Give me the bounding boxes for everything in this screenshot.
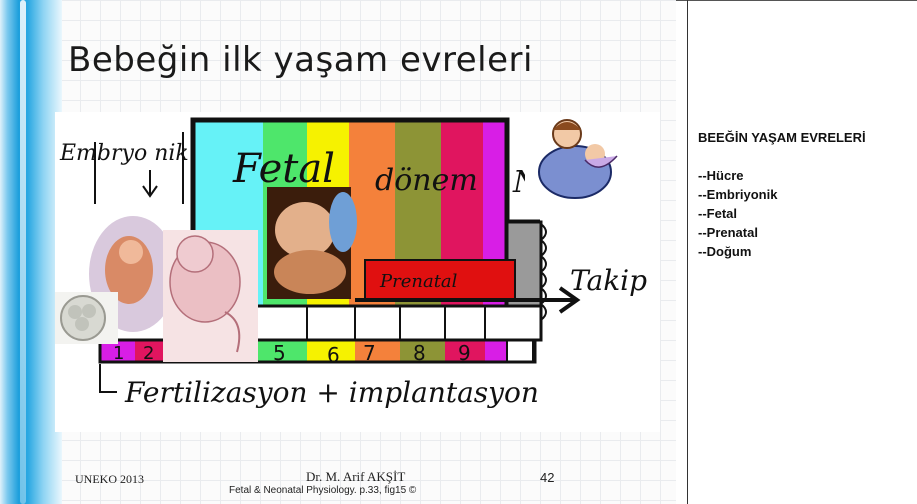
notes-item-dogum: --Doğum (698, 244, 752, 259)
fetus-photo-illustration (267, 187, 357, 299)
fetus-sketch-illustration (163, 230, 258, 362)
notes-item-fetal: --Fetal (698, 206, 737, 221)
donem-label: dönem (375, 163, 478, 198)
footer-organization: UNEKO 2013 (75, 472, 144, 486)
slide-canvas: Bebeğin ilk yaşam evreleri (0, 0, 676, 504)
stage-number-2: 2 (143, 343, 154, 364)
slide-decorative-band (0, 0, 62, 504)
stage-number-7: 7 (363, 341, 376, 365)
slide-page-number: 42 (540, 470, 555, 485)
stage-number-1: 1 (113, 343, 124, 364)
stage-number-9: 9 (458, 341, 471, 365)
timeline-svg: 1 2 5 6 7 8 9 Prenatal Fetal dönem Natal… (55, 112, 647, 409)
notes-item-prenatal: --Prenatal (698, 225, 758, 240)
notes-heading: BEEĞİN YAŞAM EVRELERİ (698, 130, 866, 145)
timeline-drawing: 1 2 5 6 7 8 9 Prenatal Fetal dönem Natal… (55, 112, 660, 432)
footer-caption: Fetal & Neonatal Physiology. p.33, fig15… (229, 485, 417, 496)
cell-cluster-illustration (55, 292, 118, 344)
fertilization-label: Fertilizasyon + implantasyon (124, 376, 539, 409)
footer-author: Dr. M. Arif AKŞİT (306, 469, 406, 484)
embryonik-label: Embryo nik (59, 141, 189, 166)
stage-number-6: 6 (327, 343, 340, 367)
stage-number-8: 8 (413, 341, 426, 365)
notes-top-rule (676, 0, 917, 1)
prenatal-label: Prenatal (379, 271, 458, 292)
pane-divider[interactable] (687, 0, 688, 504)
slide-title: Bebeğin ilk yaşam evreleri (68, 40, 533, 80)
notes-item-hucre: --Hücre (698, 168, 744, 183)
notes-list: --Hücre --Embriyonik --Fetal --Prenatal … (698, 166, 908, 261)
stage-number-5: 5 (273, 341, 286, 365)
notes-item-embriyonik: --Embriyonik (698, 187, 778, 202)
takip-label: Takip (570, 264, 647, 297)
mother-baby-illustration (525, 112, 635, 202)
fetal-label: Fetal (232, 146, 335, 192)
notes-pane[interactable]: BEEĞİN YAŞAM EVRELERİ --Hücre --Embriyon… (698, 128, 908, 261)
